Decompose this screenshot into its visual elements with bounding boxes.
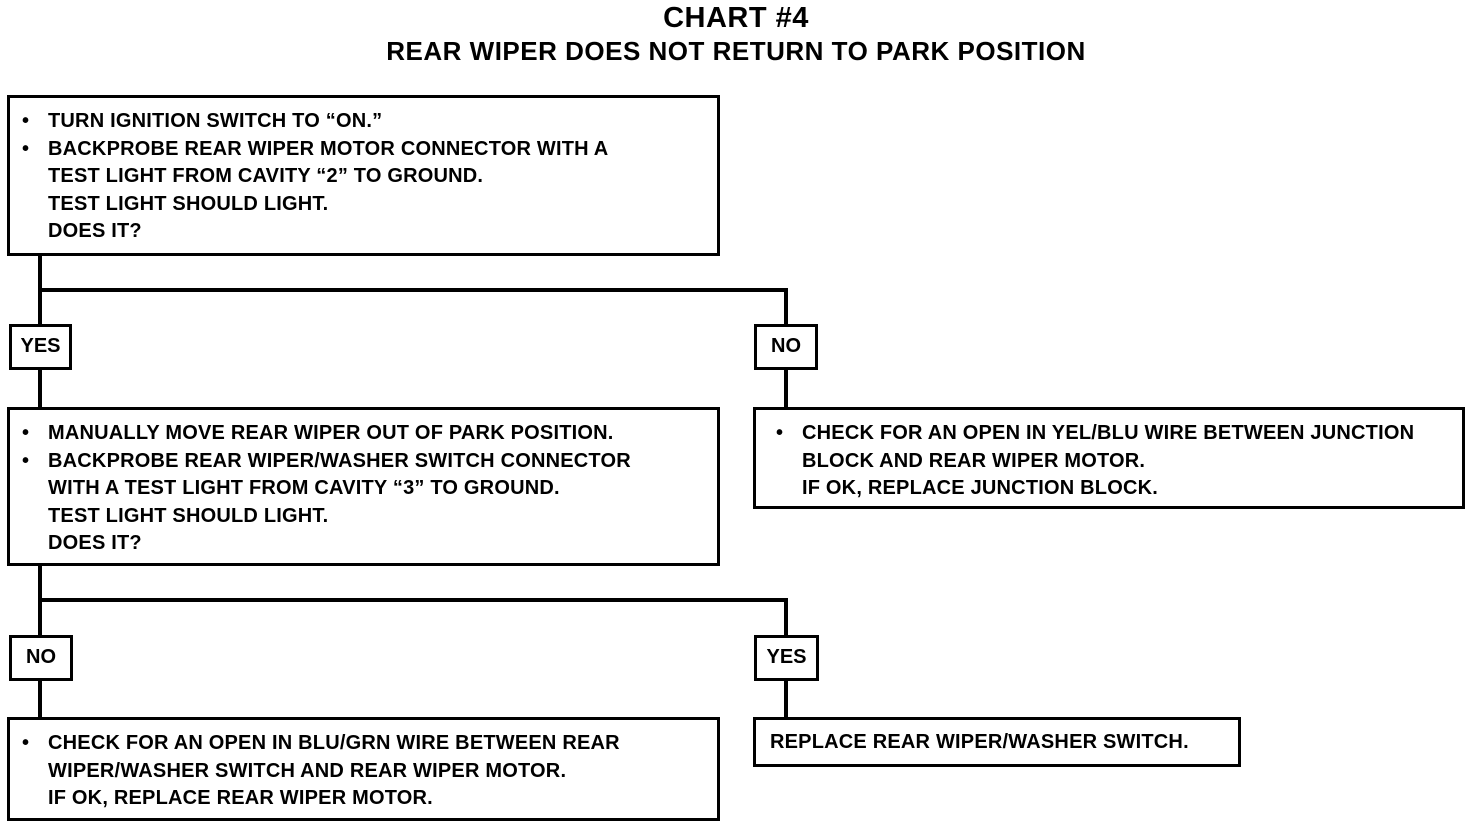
chart-title: CHART #4: [663, 2, 809, 34]
result-yes-2-text: REPLACE REAR WIPER/WASHER SWITCH.: [770, 731, 1189, 753]
result-yes-2-box: REPLACE REAR WIPER/WASHER SWITCH.: [753, 717, 1241, 767]
result-no-1-line: CHECK FOR AN OPEN IN YEL/BLU WIRE BETWEE…: [764, 420, 1462, 448]
step2-line: WITH A TEST LIGHT FROM CAVITY “3” TO GRO…: [48, 477, 560, 499]
step1-line: TEST LIGHT SHOULD LIGHT.: [48, 192, 329, 215]
step1-line: BACKPROBE REAR WIPER MOTOR CONNECTOR WIT…: [10, 136, 717, 164]
result-no-2-line: CHECK FOR AN OPEN IN BLU/GRN WIRE BETWEE…: [10, 730, 717, 758]
step2-box: MANUALLY MOVE REAR WIPER OUT OF PARK POS…: [7, 407, 720, 566]
step2-line: BACKPROBE REAR WIPER/WASHER SWITCH CONNE…: [10, 448, 717, 476]
step2-yes-label: YES: [754, 635, 819, 681]
step1-box: TURN IGNITION SWITCH TO “ON.” BACKPROBE …: [7, 95, 720, 256]
result-no-1-line: IF OK, REPLACE JUNCTION BLOCK.: [802, 477, 1159, 499]
result-no-2-line: WIPER/WASHER SWITCH AND REAR WIPER MOTOR…: [48, 759, 567, 782]
step1-line: DOES IT?: [48, 220, 142, 242]
step1-line: TURN IGNITION SWITCH TO “ON.”: [10, 108, 717, 136]
result-no-2-box: CHECK FOR AN OPEN IN BLU/GRN WIRE BETWEE…: [7, 717, 720, 821]
step1-yes-label: YES: [9, 324, 72, 370]
result-no-1-line: BLOCK AND REAR WIPER MOTOR.: [802, 449, 1146, 472]
step2-no-label: NO: [9, 635, 73, 681]
step2-line: DOES IT?: [48, 532, 142, 554]
step2-line: TEST LIGHT SHOULD LIGHT.: [48, 504, 329, 527]
step2-line: MANUALLY MOVE REAR WIPER OUT OF PARK POS…: [10, 420, 717, 448]
result-no-2-line: IF OK, REPLACE REAR WIPER MOTOR.: [48, 787, 433, 809]
result-no-1-box: CHECK FOR AN OPEN IN YEL/BLU WIRE BETWEE…: [753, 407, 1465, 509]
step1-no-label: NO: [754, 324, 818, 370]
chart-subtitle: REAR WIPER DOES NOT RETURN TO PARK POSIT…: [386, 36, 1086, 66]
step1-line: TEST LIGHT FROM CAVITY “2” TO GROUND.: [48, 165, 484, 187]
